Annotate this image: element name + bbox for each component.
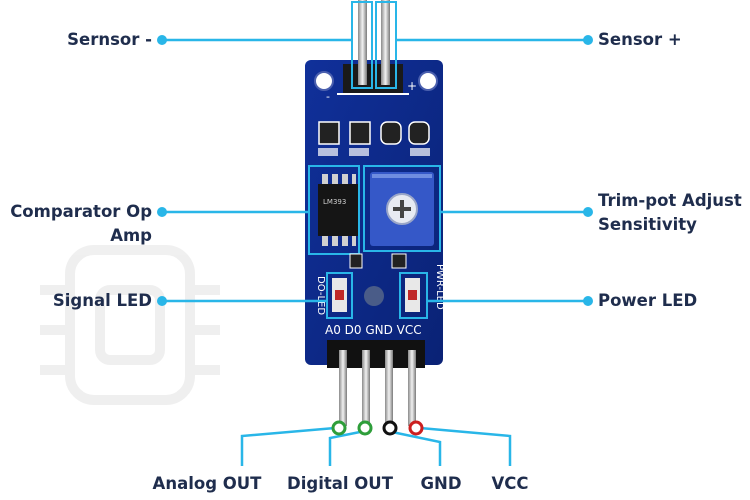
line-gnd — [391, 430, 442, 466]
watermark-logo — [40, 245, 220, 405]
label-comparator-line1: Comparator Op — [10, 202, 152, 221]
label-signal-led: Signal LED — [52, 291, 152, 310]
pin-marker-digital — [357, 420, 373, 436]
label-vcc: VCC — [491, 474, 529, 493]
pin-marker-gnd — [382, 420, 398, 436]
line-digital — [328, 430, 361, 466]
label-gnd: GND — [420, 474, 462, 493]
header-connector — [327, 340, 425, 426]
callout-dots — [157, 35, 593, 306]
silk-pins: A0 D0 GND VCC — [325, 323, 422, 337]
label-digital-out: Digital OUT — [287, 474, 393, 493]
power-led-part — [399, 272, 428, 319]
silk-plus: + — [407, 79, 417, 93]
signal-led-part — [326, 272, 353, 319]
probe-pins — [351, 0, 397, 89]
smd-components — [318, 121, 430, 156]
trimpot — [363, 165, 441, 269]
label-sensor-minus: Sernsor - — [67, 30, 152, 49]
pin-markers — [331, 420, 424, 436]
label-comparator-line2: Amp — [110, 226, 152, 245]
silk-pwr-led: PWR-LED — [434, 264, 445, 310]
comparator-chip: LM393 — [308, 165, 363, 269]
label-trimpot-line2: Sensitivity — [598, 215, 697, 234]
line-vcc — [419, 426, 512, 466]
line-analog — [240, 426, 336, 466]
pcb-center-hole — [364, 286, 384, 306]
label-power-led: Power LED — [598, 291, 698, 310]
callout-lines — [162, 38, 588, 466]
label-analog-out: Analog OUT — [152, 474, 262, 493]
label-trimpot-line1: Trim-pot Adjust — [598, 191, 742, 210]
label-sensor-plus: Sensor + — [598, 30, 682, 49]
mount-hole-right — [418, 71, 438, 91]
mount-hole-left — [314, 71, 334, 91]
chip-marking: LM393 — [323, 198, 346, 206]
silk-do-led: DO-LED — [315, 276, 326, 315]
silk-minus: - — [326, 90, 330, 103]
pin-marker-analog — [331, 420, 347, 436]
pin-marker-vcc — [408, 420, 424, 436]
